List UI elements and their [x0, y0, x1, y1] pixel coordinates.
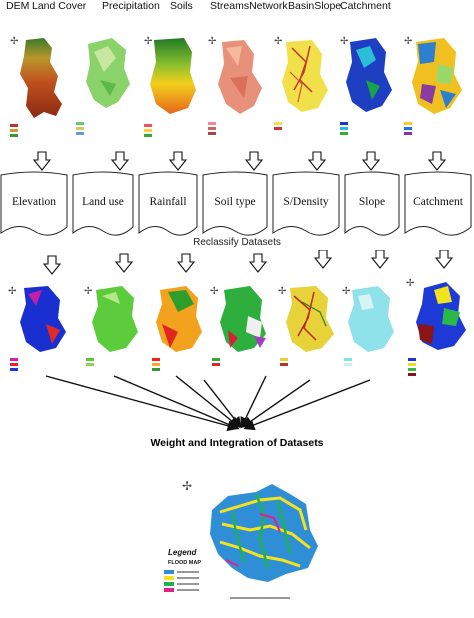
down-arrow [361, 151, 381, 171]
down-arrow [110, 151, 130, 171]
factor-label: Slope [358, 196, 386, 208]
svg-text:✢: ✢ [208, 36, 216, 47]
down-arrow [313, 250, 333, 269]
down-arrow [307, 151, 327, 171]
factor-box-s-density: S/Density [272, 171, 340, 241]
svg-text:✢: ✢ [278, 286, 286, 297]
factor-box-slope: Slope [344, 171, 400, 241]
down-arrow [248, 253, 268, 273]
final-map-legend-title: Legend [168, 548, 197, 557]
svg-text:✢: ✢ [8, 286, 16, 297]
factor-box-elevation: Elevation [0, 171, 68, 241]
precipitation-map-thumbnail: ✢ [144, 36, 196, 137]
basin-slope-map-thumbnail: ✢ [340, 36, 392, 135]
factor-label: Elevation [11, 196, 57, 208]
land-cover-map-thumbnail [76, 38, 130, 135]
svg-text:✢: ✢ [144, 36, 152, 47]
down-arrow [114, 253, 134, 273]
final-map-flood-title: FLOOD MAP [168, 560, 201, 566]
factor-label: Catchment [413, 196, 463, 208]
factor-label: Rainfall [149, 196, 187, 208]
down-arrows-row-1 [32, 151, 447, 171]
label-catchment: Catchment [340, 0, 391, 12]
reclassified-land-use-map: ✢ [84, 286, 138, 366]
svg-text:✢: ✢ [340, 36, 348, 47]
catchment-map-thumbnail: ✢ [404, 36, 462, 135]
factor-label: Soil type [214, 196, 256, 208]
converging-arrow [243, 379, 371, 431]
down-arrow [176, 253, 196, 273]
factor-box-catchment: Catchment [404, 171, 472, 241]
soils-map-thumbnail: ✢ [208, 36, 262, 135]
label-land-cover: Land Cover [32, 0, 87, 12]
down-arrows-row-2 [42, 250, 454, 275]
label-precipitation: Precipitation [102, 0, 160, 12]
svg-text:✢: ✢ [84, 286, 92, 297]
factor-label: Land use [82, 196, 124, 208]
north-arrow-icon: ✢ [182, 479, 192, 493]
factor-box-rainfall: Rainfall [138, 171, 198, 241]
factor-box-soil-type: Soil type [202, 171, 268, 241]
down-arrow [168, 151, 188, 171]
svg-text:✢: ✢ [404, 36, 412, 47]
svg-text:✢: ✢ [274, 36, 282, 47]
down-arrow [427, 151, 447, 171]
factor-box-land-use: Land use [72, 171, 134, 241]
reclassify-caption: Reclassify Datasets [193, 237, 281, 248]
label-basin-slope: BasinSlope [288, 0, 342, 12]
converging-arrow [113, 375, 240, 430]
converging-arrow [203, 379, 242, 429]
reclassified-catchment-map: ✢ [406, 278, 466, 376]
converging-arrow [175, 375, 241, 428]
down-arrow [244, 151, 264, 171]
reclassified-soil-type-map: ✢ [210, 286, 266, 366]
reclassified-rainfall-map [152, 286, 202, 371]
reclassified-stream-density-map: ✢ [278, 286, 334, 366]
label-soils: Soils [170, 0, 193, 12]
svg-text:✢: ✢ [210, 286, 218, 297]
label-streams-network: StreamsNetwork [210, 0, 288, 12]
svg-text:✢: ✢ [342, 286, 350, 297]
converging-arrow [45, 375, 239, 432]
final-flood-map: ✢ Legend FLOOD MAP [160, 470, 320, 610]
down-arrow [370, 250, 390, 269]
label-dem: DEM [6, 0, 30, 12]
converging-arrow [241, 379, 311, 428]
weight-caption: Weight and Integration of Datasets [150, 437, 324, 449]
svg-text:✢: ✢ [10, 36, 18, 47]
streams-network-map-thumbnail: ✢ [274, 36, 328, 130]
factor-label: S/Density [283, 196, 329, 208]
reclassified-slope-map: ✢ [342, 286, 394, 366]
svg-text:✢: ✢ [406, 278, 414, 289]
down-arrow [42, 255, 62, 275]
converging-arrows [45, 375, 371, 432]
dem-map-thumbnail: ✢ [10, 36, 62, 137]
reclassified-elevation-map: ✢ [8, 286, 66, 371]
down-arrow [434, 250, 454, 269]
down-arrow [32, 151, 52, 171]
